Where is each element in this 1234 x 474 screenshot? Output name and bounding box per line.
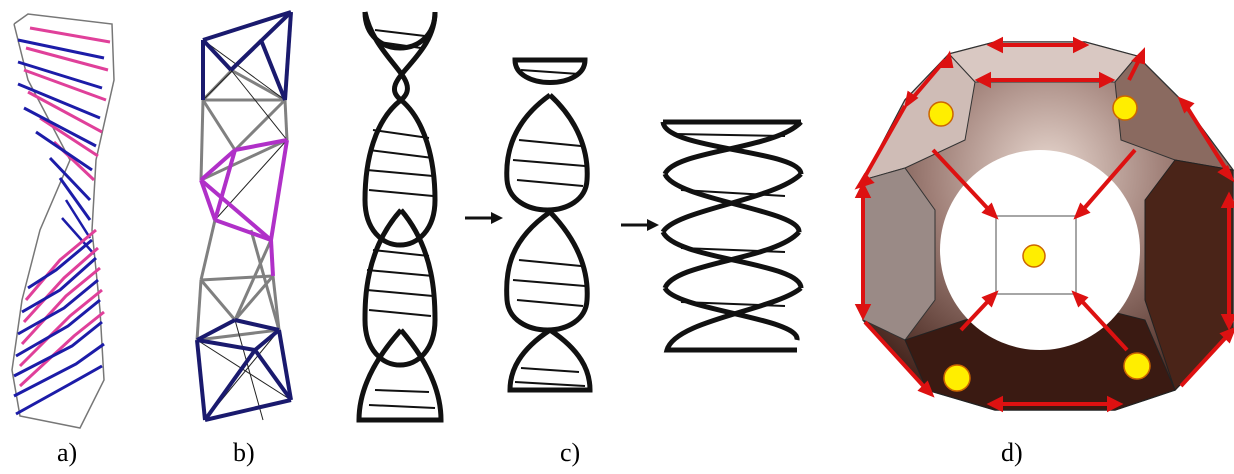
caption-b: b) (233, 438, 255, 468)
panel-b-tensegrity-column (175, 0, 315, 430)
panel-d-polyhedron (845, 0, 1234, 430)
panel-c-helix-sequence (345, 0, 815, 430)
panel-a-twisted-strip (0, 0, 150, 430)
yellow-dot-upper-left (929, 102, 953, 126)
helix-3 (663, 122, 801, 350)
caption-a: a) (57, 438, 77, 468)
yellow-dot-center (1023, 245, 1045, 267)
arrow-2 (621, 219, 659, 231)
caption-d: d) (1001, 438, 1023, 468)
truncated-polyhedron-icon (845, 0, 1234, 430)
tensegrity-column-icon (175, 0, 315, 430)
yellow-dot-upper-right (1113, 96, 1137, 120)
caption-c: c) (560, 438, 580, 468)
yellow-dot-lower-right (1124, 353, 1150, 379)
yellow-dot-lower-left (944, 365, 970, 391)
twisted-strip-icon (0, 0, 150, 430)
double-helix-twist-icon (345, 0, 815, 430)
top-face (949, 42, 1137, 82)
helix-2 (507, 60, 590, 390)
arrow-1 (465, 212, 503, 224)
helix-1 (359, 12, 441, 420)
